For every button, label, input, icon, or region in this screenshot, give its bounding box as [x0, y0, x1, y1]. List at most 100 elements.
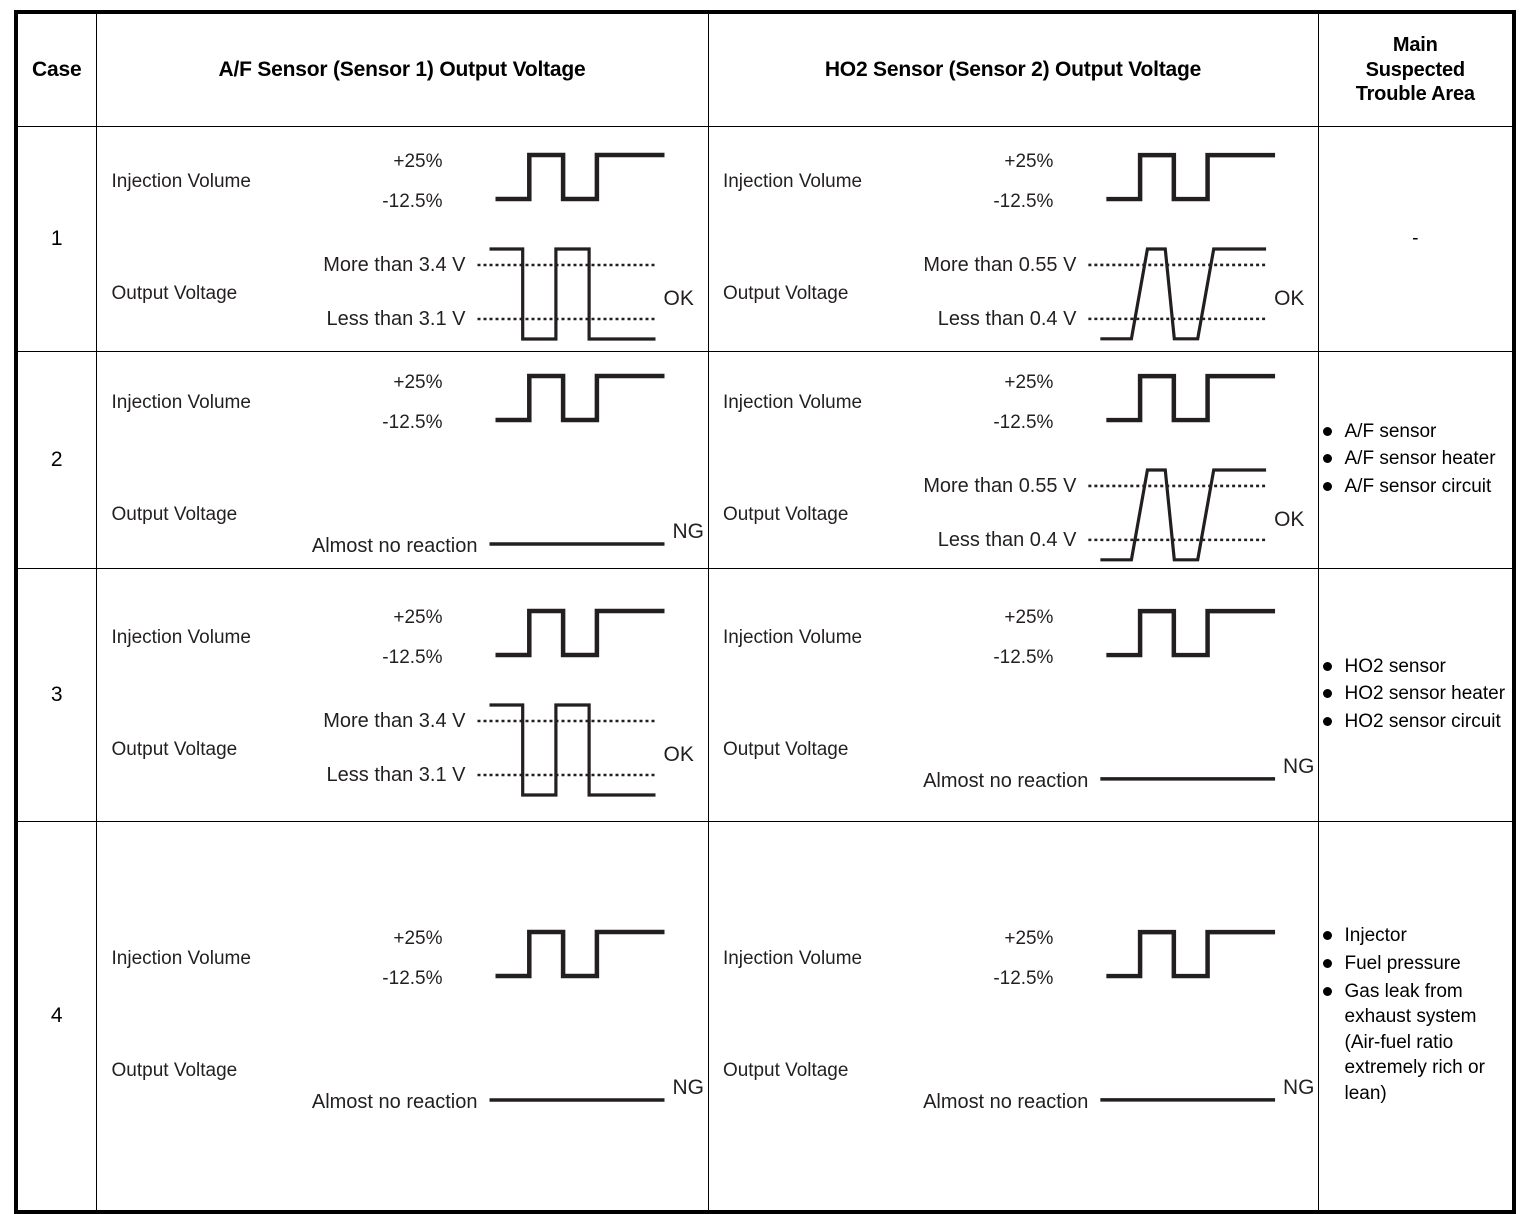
- injection-volume-label: Injection Volume: [111, 392, 250, 413]
- case-number: 4: [50, 1004, 63, 1027]
- af-sensor-waveform: Injection Volume +25% -12.5% Output Voltage…: [97, 127, 708, 351]
- bullet-icon: [1322, 481, 1332, 491]
- ho2-sensor-waveform: Injection Volume +25% -12.5% Output Voltage…: [709, 569, 1318, 821]
- injection-volume-label: Injection Volume: [111, 627, 250, 648]
- ho2-sensor-waveform-cell: Injection Volume +25% -12.5% Output Voltage…: [707, 568, 1319, 822]
- output-voltage-label: Output Voltage: [111, 504, 237, 525]
- af-ho2-diagnostic-table: Case A/F Sensor (Sensor 1) Output Voltag…: [14, 10, 1516, 1214]
- almost-no-reaction-label: Almost no reaction: [311, 535, 477, 557]
- table-row: 1 Injection Volume +25% -12.5% Output Voltag…: [15, 126, 1515, 352]
- af-sensor-waveform-cell: Injection Volume+25%-12.5%Output Voltage…: [95, 821, 709, 1213]
- af-sensor-waveform-cell: Injection Volume +25% -12.5% Output Voltage…: [95, 126, 709, 352]
- bullet-icon: [1322, 986, 1332, 996]
- table-row: 4 Injection Volume +25% -12.5% Output Voltag…: [15, 821, 1515, 1213]
- ho2-sensor-waveform-cell: Injection Volume+25%-12.5%Output Voltage…: [707, 821, 1319, 1213]
- injection-pct-high: +25%: [393, 928, 442, 949]
- injection-volume-label: Injection Volume: [722, 948, 861, 969]
- injection-pct-high: +25%: [1004, 928, 1053, 949]
- output-voltage-label: Output Voltage: [722, 283, 847, 304]
- injection-pct-low: -12.5%: [382, 191, 442, 212]
- injection-pct-low: -12.5%: [382, 968, 442, 989]
- threshold-low-label: Less than 0.4 V: [937, 529, 1076, 551]
- output-voltage-label: Output Voltage: [111, 1060, 237, 1081]
- threshold-low-label: Less than 3.1 V: [326, 764, 466, 786]
- trouble-area-item: HO2 sensor circuit: [1319, 709, 1513, 735]
- trouble-area-none: -: [1412, 228, 1419, 249]
- output-voltage-label: Output Voltage: [722, 504, 847, 525]
- verdict-label: NG: [672, 520, 704, 543]
- case-number: 3: [50, 683, 63, 706]
- trouble-area-item: A/F sensor heater: [1319, 446, 1513, 472]
- injection-pct-high: +25%: [393, 372, 442, 393]
- case-number: 1: [50, 227, 63, 250]
- injection-volume-waveform: [1105, 152, 1275, 202]
- verdict-label: OK: [663, 743, 693, 766]
- injection-pct-low: -12.5%: [993, 191, 1053, 212]
- injection-pct-high: +25%: [1004, 372, 1053, 393]
- injection-pct-high: +25%: [1004, 151, 1053, 172]
- header-trouble-area-line-3: Trouble Area: [1355, 83, 1475, 106]
- trouble-area-item-label: Gas leak from exhaust system (Air-fuel r…: [1344, 980, 1485, 1105]
- injection-volume-label: Injection Volume: [722, 171, 861, 192]
- injection-pct-low: -12.5%: [993, 647, 1053, 668]
- bullet-icon: [1322, 661, 1332, 671]
- trouble-area-item: HO2 sensor heater: [1319, 681, 1513, 707]
- almost-no-reaction-label: Almost no reaction: [923, 1091, 1088, 1113]
- af-sensor-waveform-cell: Injection Volume+25%-12.5%Output Voltage…: [95, 568, 709, 822]
- injection-volume-label: Injection Volume: [722, 627, 861, 648]
- table-row: 2 Injection Volume +25% -12.5% Output Voltag…: [15, 351, 1515, 569]
- case-number-cell: 2: [15, 351, 97, 569]
- trouble-area-item-label: A/F sensor circuit: [1344, 475, 1492, 497]
- trouble-area-item: Injector: [1319, 923, 1513, 949]
- trouble-area-item: Gas leak from exhaust system (Air-fuel r…: [1319, 979, 1513, 1107]
- threshold-low-label: Less than 0.4 V: [937, 308, 1076, 330]
- output-voltage-label: Output Voltage: [722, 1060, 847, 1081]
- header-case: Case: [15, 11, 97, 127]
- header-ho2-sensor: HO2 Sensor (Sensor 2) Output Voltage: [707, 11, 1319, 127]
- trouble-area-cell: -: [1317, 126, 1515, 352]
- trouble-area-item-label: A/F sensor heater: [1344, 448, 1496, 470]
- threshold-high-label: More than 0.55 V: [923, 475, 1077, 497]
- ho2-sensor-waveform-cell: Injection Volume+25%-12.5%Output Voltage…: [707, 351, 1319, 569]
- injection-volume-waveform: [1105, 373, 1275, 423]
- output-voltage-label: Output Voltage: [722, 739, 847, 760]
- trouble-area-item-label: HO2 sensor heater: [1344, 683, 1506, 705]
- almost-no-reaction-label: Almost no reaction: [923, 770, 1088, 792]
- injection-pct-low: -12.5%: [382, 412, 442, 433]
- bullet-icon: [1322, 426, 1332, 436]
- bullet-icon: [1322, 454, 1332, 464]
- header-trouble-area: Main Suspected Trouble Area: [1317, 11, 1515, 127]
- output-voltage-waveform: [1099, 247, 1266, 341]
- injection-volume-label: Injection Volume: [111, 171, 250, 192]
- case-number: 2: [50, 448, 63, 471]
- verdict-label: OK: [1274, 508, 1304, 531]
- af-sensor-waveform-cell: Injection Volume +25% -12.5% Output Voltage…: [95, 351, 709, 569]
- ho2-sensor-waveform: Injection Volume+25%-12.5%Output Voltage…: [709, 352, 1318, 568]
- trouble-area-item-label: Injector: [1344, 925, 1407, 947]
- output-voltage-label: Output Voltage: [111, 283, 237, 304]
- almost-no-reaction-label: Almost no reaction: [311, 1091, 477, 1113]
- injection-pct-high: +25%: [1004, 607, 1053, 628]
- header-af-sensor: A/F Sensor (Sensor 1) Output Voltage: [95, 11, 709, 127]
- af-sensor-waveform: Injection Volume+25%-12.5%Output Voltage…: [97, 822, 708, 1210]
- bullet-icon: [1322, 931, 1332, 941]
- trouble-area-item: HO2 sensor: [1319, 654, 1513, 680]
- threshold-high-label: More than 3.4 V: [323, 254, 466, 276]
- trouble-area-item-label: HO2 sensor: [1344, 655, 1446, 677]
- af-sensor-waveform: Injection Volume +25% -12.5% Output Voltage…: [97, 352, 708, 568]
- verdict-label: NG: [1283, 755, 1314, 778]
- injection-volume-waveform: [495, 152, 664, 202]
- case-number-cell: 4: [15, 821, 97, 1213]
- injection-volume-waveform: [495, 608, 664, 658]
- injection-pct-high: +25%: [393, 151, 442, 172]
- case-number-cell: 3: [15, 568, 97, 822]
- output-voltage-label: Output Voltage: [111, 739, 237, 760]
- ho2-sensor-waveform-cell: Injection Volume +25% -12.5% Output Voltage…: [707, 126, 1319, 352]
